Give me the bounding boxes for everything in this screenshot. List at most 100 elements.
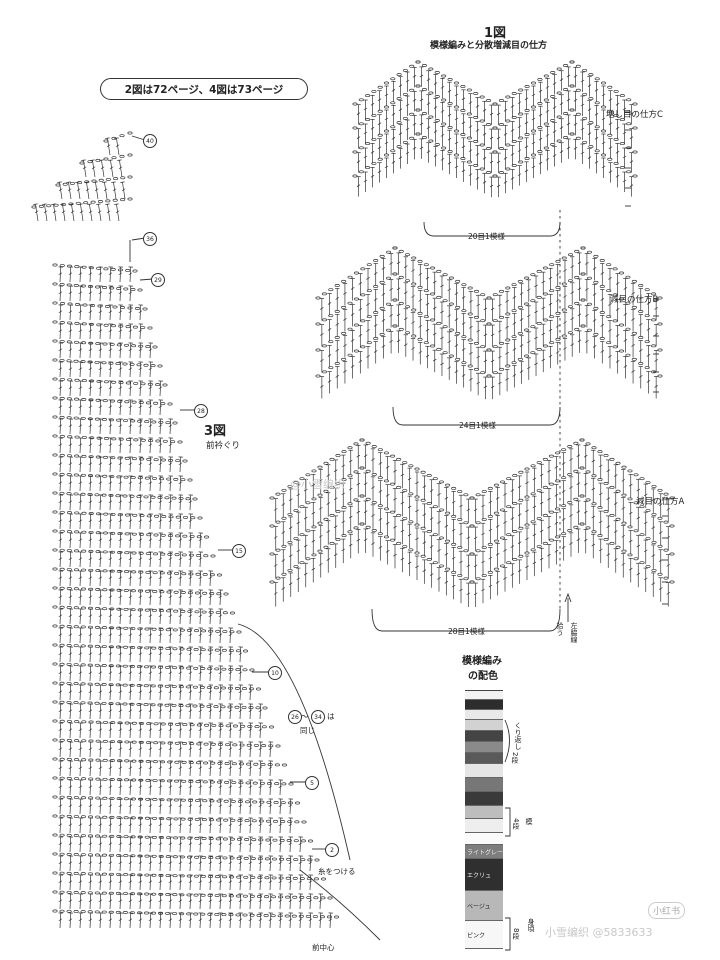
stitch [87, 891, 93, 895]
stitch [145, 797, 151, 801]
stitch [139, 799, 142, 815]
stitch [280, 820, 286, 823]
stitch [221, 894, 227, 898]
stitch [285, 895, 291, 899]
stitch [505, 351, 509, 355]
stitch [158, 880, 163, 884]
stitch [79, 780, 82, 796]
stitch [79, 571, 82, 587]
stitch [58, 443, 63, 447]
stitch [556, 139, 562, 143]
stitch [512, 557, 518, 561]
stitch [203, 742, 209, 746]
stitch [429, 489, 434, 492]
stitch [138, 785, 143, 789]
stitch [229, 780, 232, 796]
stitch [201, 610, 207, 614]
stitch [327, 896, 333, 900]
stitch [119, 875, 122, 891]
stitch [280, 801, 286, 805]
stitch [530, 153, 537, 157]
stitch [651, 582, 656, 586]
stitch [473, 116, 479, 119]
stitch [573, 525, 579, 529]
stitch [59, 396, 65, 400]
stitch [411, 256, 417, 260]
stitch [128, 861, 133, 865]
stitch [426, 150, 431, 154]
stitch [505, 143, 511, 147]
stitch [88, 823, 93, 827]
stitch [577, 261, 582, 265]
stitch [169, 894, 172, 910]
stitch [148, 747, 153, 751]
stitch [98, 899, 103, 903]
stitch [59, 742, 62, 758]
stitch [74, 720, 80, 724]
stitch [393, 497, 397, 501]
stitch [587, 156, 592, 159]
stitch [150, 665, 157, 669]
stitch [398, 84, 403, 87]
stitch [66, 795, 72, 799]
stitch [300, 858, 306, 862]
stitch [461, 283, 467, 287]
stitch [67, 302, 73, 306]
stitch [275, 576, 281, 580]
stitch [317, 521, 323, 525]
stitch [333, 525, 338, 529]
stitch [66, 757, 72, 761]
stitch [215, 611, 221, 614]
stitch [487, 486, 493, 490]
stitch [591, 446, 597, 450]
stitch [384, 165, 389, 169]
stitch [457, 574, 463, 578]
stitch [108, 652, 113, 656]
stitch [196, 723, 202, 727]
stitch [159, 400, 162, 416]
stitch [486, 322, 492, 326]
stitch [159, 780, 162, 796]
stitch [95, 739, 101, 743]
stitch [159, 571, 165, 575]
stitch [235, 894, 241, 898]
stitch [148, 595, 153, 599]
stitch [88, 587, 94, 591]
stitch [128, 614, 133, 618]
stitch [98, 538, 103, 542]
stitch [531, 165, 536, 169]
stitch [131, 551, 137, 555]
stitch [248, 687, 255, 691]
stitch [89, 552, 92, 568]
stitch [138, 797, 144, 801]
stitch [59, 681, 65, 685]
stitch [148, 348, 153, 352]
stitch [555, 259, 561, 263]
stitch [498, 367, 505, 371]
stitch [139, 647, 142, 663]
stitch [437, 521, 441, 524]
stitch [167, 402, 173, 406]
stitch [98, 804, 103, 808]
stitch [149, 419, 152, 435]
stitch [363, 131, 368, 135]
stitch [73, 701, 79, 705]
stitch [313, 896, 319, 900]
stitch [124, 513, 131, 517]
stitch [59, 362, 62, 378]
stitch [407, 505, 412, 509]
stitch [59, 457, 62, 473]
stitch [517, 541, 522, 544]
stitch [461, 374, 466, 377]
stitch [118, 381, 124, 385]
stitch [328, 288, 334, 292]
stitch [510, 105, 515, 108]
stitch [575, 64, 581, 68]
stitch [404, 305, 411, 309]
stitch [119, 799, 122, 815]
stitch [181, 742, 188, 745]
stitch [539, 529, 544, 533]
stitch [118, 823, 123, 827]
stitch [398, 108, 403, 111]
stitch [318, 535, 323, 538]
